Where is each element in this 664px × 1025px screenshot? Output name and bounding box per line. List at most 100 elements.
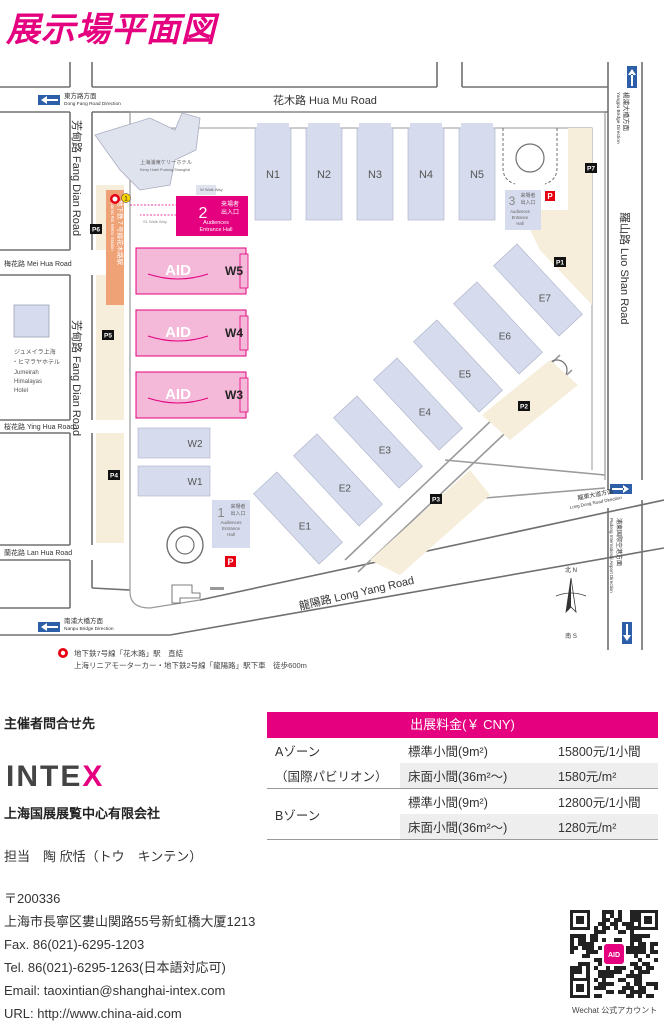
parking-label: P5 xyxy=(104,333,112,340)
hall-label: W1 xyxy=(188,477,203,488)
road-label-meihua: 梅花路 Mei Hua Road xyxy=(4,259,72,268)
metro-badge-text: 1 xyxy=(124,197,128,203)
fee-item: 標準小間(9m²) xyxy=(408,745,488,759)
entrance-3-num: 3 xyxy=(509,194,516,208)
postal-code: 〒200336 xyxy=(4,891,61,906)
direction-yangpu: 楊浦大橋方面 Yangpu Bridge Direction xyxy=(615,66,637,144)
parking-p1: P1 xyxy=(554,257,566,267)
entrance-3-jp1: 来場者 xyxy=(520,192,535,199)
contact-heading: 主催者問合せ先 xyxy=(4,716,96,731)
fee-price: 1280元/m² xyxy=(548,814,658,840)
hall-n3[interactable]: N3 xyxy=(356,123,394,221)
direction-pudong: 浦東国際空港方面 Pudong International Airport Di… xyxy=(609,518,632,644)
entrance-1-jp2: 出入口 xyxy=(230,510,245,517)
venue-map: 地下鉄７号線花木路駅 Huamu Rd. Metro Station 1 上海浦… xyxy=(0,62,664,670)
hall-w5[interactable]: AID W5 xyxy=(135,247,249,295)
nanpu-label: 南浦大橋方面 xyxy=(64,616,104,625)
hall-e1[interactable]: E1 xyxy=(253,471,343,565)
fee-item: 標準小間(9m²) xyxy=(400,788,548,814)
email-link[interactable]: Email: taoxintian@shanghai-intex.com xyxy=(4,983,226,998)
map-note-1: 地下鉄7号線「花木路」駅 直結 xyxy=(74,648,184,658)
parking-p3: P3 xyxy=(430,494,442,504)
hall-label: E5 xyxy=(459,369,472,380)
url-link[interactable]: URL: http://www.china-aid.com xyxy=(4,1006,182,1021)
parking-label: P4 xyxy=(110,473,118,480)
hall-label: W5 xyxy=(225,264,243,278)
hall-e6[interactable]: E6 xyxy=(453,281,543,375)
dongfang-label: 東方路方面 xyxy=(64,91,97,100)
compass-s: 南 S xyxy=(565,632,577,640)
parking-label: P3 xyxy=(432,497,440,504)
hall-w2[interactable]: W2 xyxy=(137,427,211,459)
qr-aid-badge xyxy=(604,944,624,964)
aid-logo: AID xyxy=(165,262,191,279)
direction-nanpu: 南浦大橋方面 Nanpu Bridge Direction xyxy=(38,616,114,632)
parking-label: P2 xyxy=(520,404,528,411)
entrance-2-en1: Audiences xyxy=(203,220,229,226)
compass-n: 北 N xyxy=(565,566,577,574)
hall-n5[interactable]: N5 xyxy=(458,123,496,221)
fax: Fax. 86(021)-6295-1203 xyxy=(4,937,145,952)
table-row: 床面小間(36m²〜) 1280元/m² xyxy=(267,814,658,840)
hall-e7[interactable]: E7 xyxy=(493,243,583,337)
hall-label: E3 xyxy=(379,445,392,456)
hall-label: E1 xyxy=(299,521,312,532)
hall-e3[interactable]: E3 xyxy=(333,395,423,489)
parking-label: P7 xyxy=(587,166,595,173)
fee-table: 出展料金(￥ CNY) Aゾーン 標準小間(9m²) 15800元/1小間 （国… xyxy=(267,712,658,840)
svg-text:P: P xyxy=(227,557,233,567)
parking-label: P1 xyxy=(556,260,564,267)
hall-e2[interactable]: E2 xyxy=(293,433,383,527)
hall-n1[interactable]: N1 xyxy=(254,123,292,221)
direction-dongfang: 東方路方面 Dong Fang Road Direction xyxy=(38,91,121,107)
hall-n2[interactable]: N2 xyxy=(305,123,343,221)
entrance-1: 1 来場者 出入口 Audiences Entrance Hall xyxy=(212,500,250,548)
hall-n4[interactable]: N4 xyxy=(407,123,445,221)
nanpu-label-en: Nanpu Bridge Direction xyxy=(64,626,114,632)
table-row: Bゾーン 標準小間(9m²) 12800元/1小間 xyxy=(267,788,658,840)
fee-item: 床面小間(36m²〜) xyxy=(400,763,548,789)
aid-logo: AID xyxy=(165,386,191,403)
wechat-qr-code[interactable]: AID xyxy=(570,910,658,998)
walkway-label: W Walk Way xyxy=(200,187,223,192)
jumeirah-label-2: ・ヒマラヤホテル xyxy=(12,359,60,366)
intex-logo-text: INTEX xyxy=(6,760,105,793)
parking-label: P6 xyxy=(92,227,100,234)
parking-icon-entrance3 xyxy=(545,191,555,201)
hall-e5[interactable]: E5 xyxy=(413,319,503,413)
pudong-label-en: Pudong International Airport Direction xyxy=(609,518,614,593)
company-name: 上海国展展覧中心有限会社 xyxy=(4,806,161,821)
fee-table-body: Aゾーン 標準小間(9m²) 15800元/1小間 （国際パビリオン） 床面小間… xyxy=(267,738,658,840)
entrance-3: 3 来場者 出入口 Audiences Entrance Hall xyxy=(505,190,541,230)
small-building xyxy=(171,584,201,604)
page-title: 展示場平面図 xyxy=(6,10,216,50)
entrance-2-en2: Entrance Hall xyxy=(199,227,232,233)
contact-address-block: 〒200336 上海市長寧区婁山関路55号新虹橋大厦1213 Fax. 86(0… xyxy=(4,887,255,1025)
entrance-3-en2: Entrance xyxy=(512,215,529,220)
roundabout-north xyxy=(515,143,545,173)
jumeirah-label-1: ジュメイラ上海 xyxy=(14,348,56,356)
info-section: 主催者問合せ先 INTEX 上海国展展覧中心有限会社 担当 陶 欣恬（トウ キン… xyxy=(0,700,664,1024)
hall-e4[interactable]: E4 xyxy=(373,357,463,451)
hall-label: N3 xyxy=(368,169,382,181)
aid-logo: AID xyxy=(165,324,191,341)
parking-icon-entrance1 xyxy=(225,556,236,567)
kerry-hotel xyxy=(94,112,201,191)
entrance-3-en1: Audiences xyxy=(510,209,530,214)
jumeirah-label-4: Himalayas xyxy=(14,379,42,385)
entrance-1-en2: Entrance xyxy=(222,526,241,531)
fee-item: 床面小間(36m²〜) xyxy=(400,814,548,840)
intex-logo: INTEX xyxy=(6,760,104,794)
jumeirah-label-5: Hotel xyxy=(14,388,28,394)
qr-badge-text: AID xyxy=(608,952,620,959)
hall-w1[interactable]: W1 xyxy=(137,465,211,497)
road-label-yinghua: 桜花路 Ying Hua Road xyxy=(4,422,74,431)
fee-price: 1580元/m² xyxy=(548,763,658,789)
fee-heading: 出展料金(￥ CNY) xyxy=(267,712,658,738)
road-label-huamu: 花木路 Hua Mu Road xyxy=(273,94,377,107)
entrance-2: 2 来場者 出入口 Audiences Entrance Hall xyxy=(176,196,248,236)
road-label-longyang: 龍陽路 Long Yang Road xyxy=(298,573,416,613)
